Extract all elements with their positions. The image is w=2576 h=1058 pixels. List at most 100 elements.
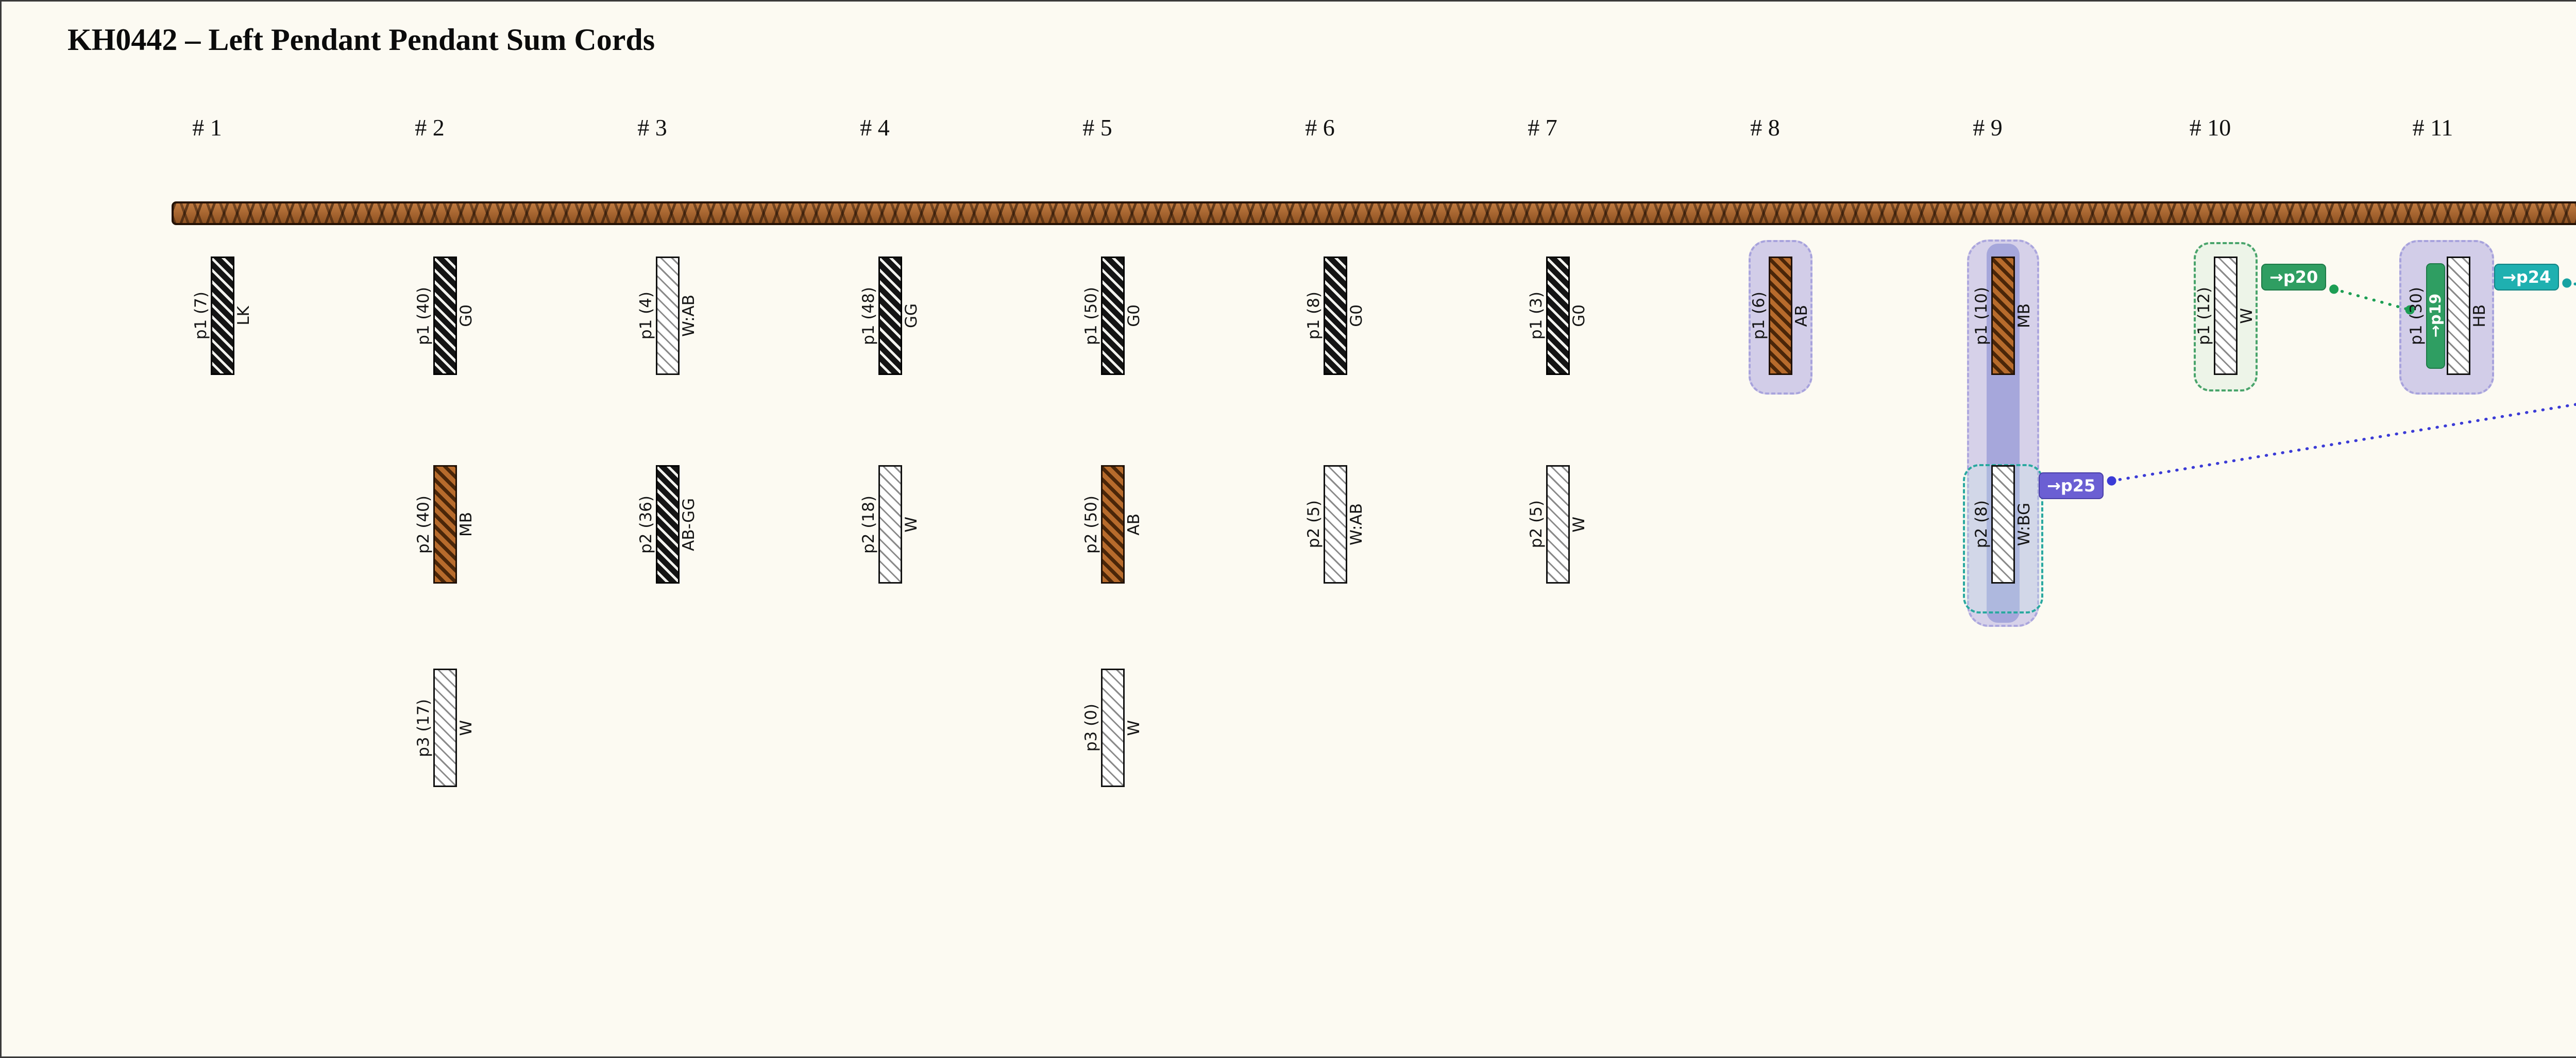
pendant-label: p2 (5) (1304, 500, 1323, 549)
pendant-cord-bar[interactable] (1991, 465, 2015, 584)
pendant-cord-bar[interactable] (2447, 257, 2470, 375)
pendant-group: p1 (50) G0 (1082, 257, 1143, 375)
pendant-color-code: G0 (1570, 304, 1588, 327)
pendant-label: p1 (40) (414, 286, 433, 345)
pendant-color-code: MB (457, 511, 476, 537)
pendant-cord-bar[interactable] (878, 257, 902, 375)
pendant-color-code: G0 (1347, 304, 1366, 327)
pendant-label: p1 (48) (859, 286, 878, 345)
column-header: # 11 (2412, 114, 2453, 141)
pendant-link-button[interactable]: →p25 (2039, 472, 2104, 499)
pendant-group: p3 (0) W (1082, 669, 1143, 787)
column-header: # 10 (2189, 114, 2231, 141)
pendant-cord-bar[interactable] (1101, 465, 1125, 584)
pendant-cord-bar[interactable] (1324, 465, 1347, 584)
pendant-color-code: W (1570, 516, 1588, 533)
column-header: # 6 (1305, 114, 1335, 141)
pendant-group: p2 (50) AB (1082, 465, 1143, 584)
pendant-cord-bar[interactable] (1546, 257, 1570, 375)
pendant-label: p1 (4) (637, 292, 655, 340)
pendant-group: p1 (4)W:AB (637, 257, 698, 375)
connection-endpoint-dot (2405, 305, 2415, 315)
pendant-label: p1 (7) (192, 292, 210, 340)
pendant-label: p2 (18) (859, 495, 878, 554)
pendant-label: p1 (8) (1304, 292, 1323, 340)
pendant-label: p1 (12) (2195, 286, 2213, 345)
column-header: # 1 (192, 114, 222, 141)
pendant-color-code: W (2238, 308, 2256, 324)
pendant-cord-bar[interactable] (1546, 465, 1570, 584)
pendant-color-code: AB (1125, 513, 1143, 536)
column-header: # 7 (1528, 114, 1557, 141)
pendant-color-code: LK (234, 306, 253, 326)
pendant-color-code: W (1125, 720, 1143, 736)
pendant-cord-bar[interactable] (433, 669, 457, 787)
column-header: # 2 (415, 114, 445, 141)
connection-endpoint-dot (2107, 476, 2116, 486)
pendant-color-code: W:AB (1347, 503, 1366, 545)
pendant-cord-bar[interactable] (656, 257, 680, 375)
pendant-label: p1 (3) (1527, 292, 1546, 340)
pendant-group: p1 (12) W →p20 (2195, 257, 2327, 375)
pendant-label: p2 (8) (1972, 500, 1991, 549)
pendant-group: p2 (5) W:AB (1304, 465, 1366, 584)
pendant-cord-bar[interactable] (433, 465, 457, 584)
pendant-group: p1 (3) G0 (1527, 257, 1588, 375)
pendant-group: p1 (6) AB (1750, 257, 1811, 375)
pendant-group: p2 (36)AB-GG (637, 465, 698, 584)
pendant-group: p1 (10)MB (1972, 257, 2033, 375)
pendant-label: p2 (5) (1527, 500, 1546, 549)
diagram-title: KH0442 – Left Pendant Pendant Sum Cords (67, 23, 655, 57)
pendant-label: p3 (0) (1082, 704, 1100, 752)
pendant-color-code: AB (1792, 304, 1811, 327)
pendant-group: p2 (5) W (1527, 465, 1588, 584)
pendant-group: p2 (8)W:BG→p25 (1972, 465, 2104, 584)
pendant-label: p2 (50) (1082, 495, 1100, 554)
pendant-color-code: G0 (1125, 304, 1143, 327)
connection-endpoint-dot (2562, 278, 2572, 288)
pendant-cord-bar[interactable] (1324, 257, 1347, 375)
pendant-cord-bar[interactable] (2214, 257, 2238, 375)
column-header: # 5 (1082, 114, 1112, 141)
primary-cord (172, 201, 2576, 225)
pendant-group: p1 (7) LK (192, 257, 253, 375)
pendant-color-code: HB (2470, 304, 2489, 328)
pendant-cord-bar[interactable] (1101, 257, 1125, 375)
pendant-color-code: W (457, 720, 476, 736)
pendant-group: p1 (40) G0 (414, 257, 476, 375)
pendant-cord-bar[interactable] (433, 257, 457, 375)
pendant-group: p1 (8) G0 (1304, 257, 1366, 375)
pendant-label: p1 (50) (1082, 286, 1100, 345)
connection-endpoint-dot (2329, 284, 2339, 294)
pendant-link-button[interactable]: →p20 (2261, 264, 2327, 291)
pendant-link-tag[interactable]: →p19 (2426, 263, 2445, 369)
column-header: # 3 (637, 114, 667, 141)
pendant-group: p2 (40)MB (414, 465, 476, 584)
link-tag-label: →p19 (2427, 294, 2444, 338)
pendant-color-code: G0 (457, 304, 476, 327)
column-header: # 4 (860, 114, 890, 141)
pendant-group: p3 (17) W (414, 669, 476, 787)
connection-line (2110, 403, 2576, 483)
pendant-color-code: W (902, 516, 921, 533)
pendant-label: p1 (6) (1750, 292, 1768, 340)
pendant-label: p2 (36) (637, 495, 655, 554)
pendant-group: p2 (18) W (859, 465, 921, 584)
column-header: # 8 (1750, 114, 1780, 141)
pendant-color-code: GG (902, 303, 921, 329)
pendant-cord-bar[interactable] (1101, 669, 1125, 787)
pendant-label: p3 (17) (414, 698, 433, 757)
pendant-cord-bar[interactable] (656, 465, 680, 584)
pendant-cord-bar[interactable] (1991, 257, 2015, 375)
column-header: # 9 (1973, 114, 2003, 141)
pendant-cord-bar[interactable] (1769, 257, 1792, 375)
pendant-link-button[interactable]: →p24 (2494, 264, 2560, 291)
pendant-cord-bar[interactable] (211, 257, 234, 375)
pendant-cord-bar[interactable] (878, 465, 902, 584)
pendant-label: p1 (10) (1972, 286, 1991, 345)
